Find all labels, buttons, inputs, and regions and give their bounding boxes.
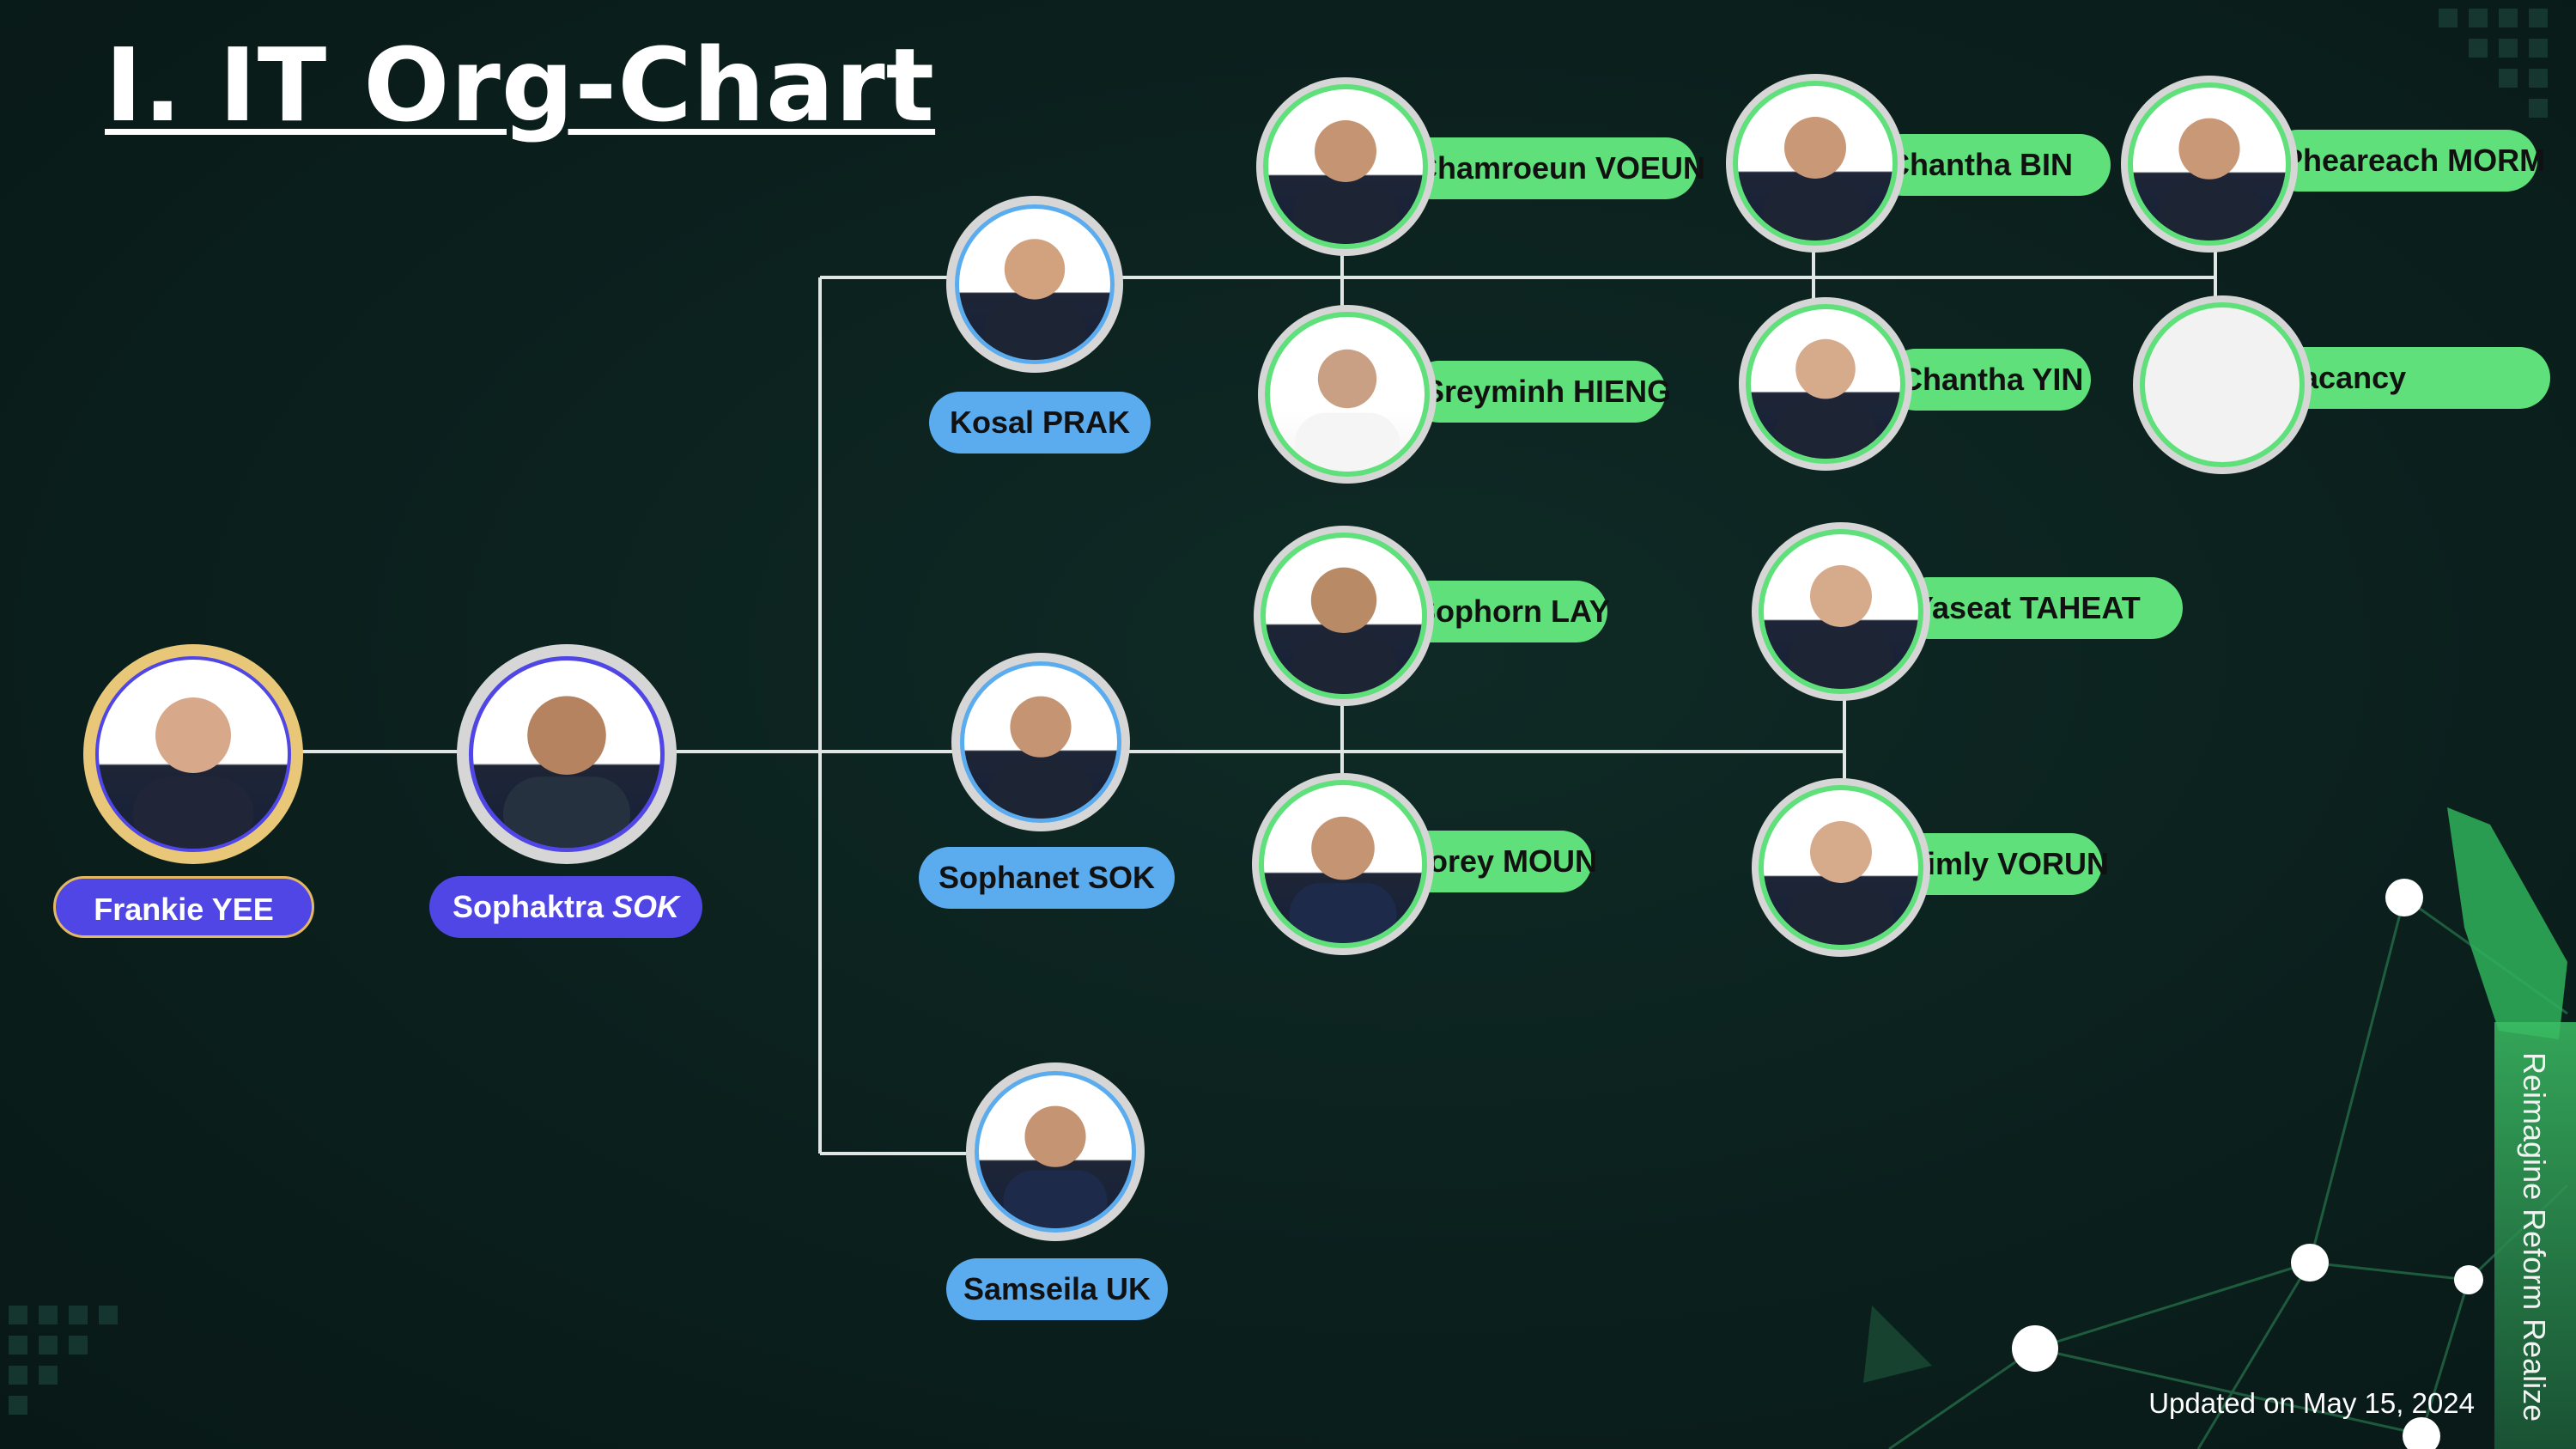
avatar-sophanet-sok [951, 653, 1130, 831]
name-pill-sophanet-sok: Sophanet SOK [919, 847, 1175, 909]
avatar-samseila-uk [966, 1062, 1145, 1241]
avatar-borey-moun [1252, 773, 1434, 955]
avatar-sophaktra-sok [457, 644, 677, 864]
avatar-kosal-prak [946, 196, 1123, 373]
avatar-vacancy [2133, 295, 2312, 474]
avatar-pheareach-morm [2121, 76, 2298, 253]
avatar-kimly-vorun [1752, 778, 1930, 957]
last-name: SOK [612, 889, 680, 924]
avatar-chantha-bin [1726, 74, 1905, 253]
name-pill-pheareach-morm: Pheareach MORM [2267, 130, 2545, 192]
avatar-sreyminh-hieng [1258, 305, 1437, 484]
page-title: I. IT Org-Chart [105, 26, 936, 144]
name-pill-sreyminh-hieng: Sreyminh HIENG [1408, 361, 1671, 423]
avatar-frankie-yee [83, 644, 303, 864]
name-pill-chamroeun-voeun: Chamroeun VOEUN [1400, 137, 1705, 199]
avatar-yaseat-taheat [1752, 522, 1930, 701]
avatar-sophorn-lay [1254, 526, 1434, 706]
name-pill-chantha-bin: Chantha BIN [1872, 134, 2111, 196]
name-pill-samseila-uk: Samseila UK [946, 1258, 1168, 1320]
first-name: Sophaktra [452, 889, 604, 924]
name-pill-chantha-yin: Chantha YIN [1885, 349, 2091, 411]
slogan-bar [2494, 1022, 2576, 1449]
slogan-text: Reimagine Reform Realize [2517, 1052, 2552, 1422]
name-pill-kosal-prak: Kosal PRAK [929, 392, 1151, 454]
updated-date: Updated on May 15, 2024 [2148, 1387, 2475, 1419]
name-pill-sophaktra-sok: Sophaktra SOK [429, 876, 702, 938]
name-pill-yaseat-taheat: Yaseat TAHEAT [1898, 577, 2183, 639]
avatar-chamroeun-voeun [1256, 77, 1435, 256]
name-pill-sophorn-lay: Sophorn LAY [1400, 581, 1610, 642]
name-pill-frankie-yee: Frankie YEE [53, 876, 314, 938]
avatar-chantha-yin [1739, 297, 1912, 471]
